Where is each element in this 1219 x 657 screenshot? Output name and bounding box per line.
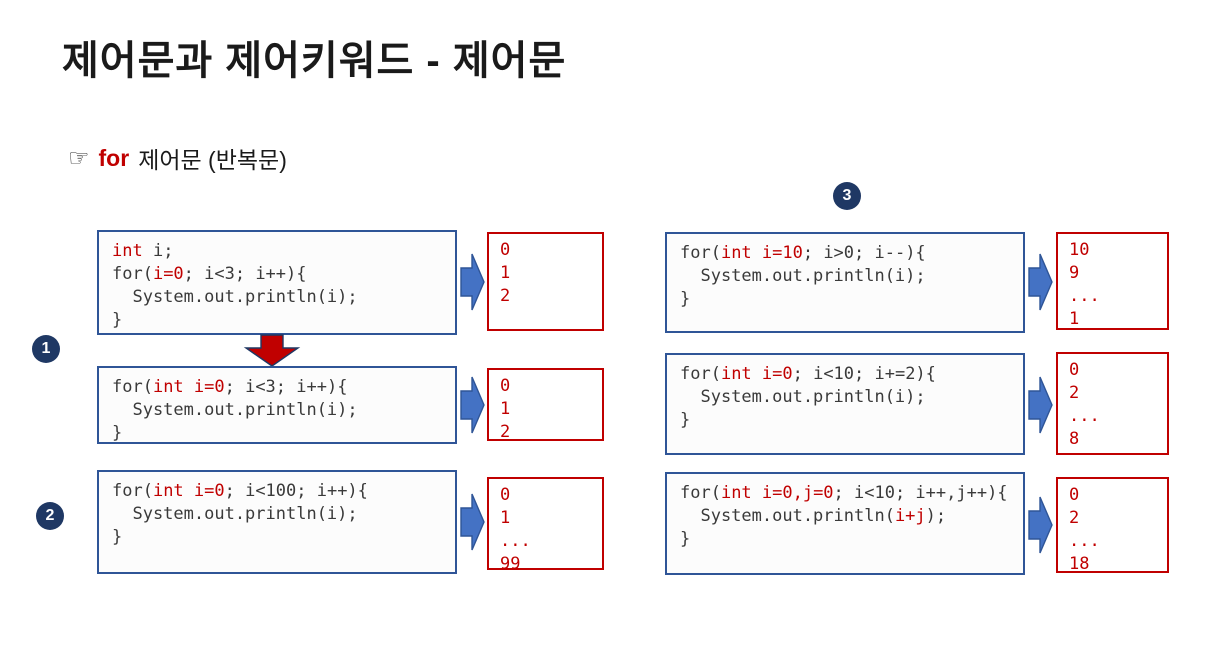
badge-3: 3 xyxy=(833,182,861,210)
down-arrow-icon xyxy=(243,334,301,367)
right-arrow-icon xyxy=(460,376,485,434)
right-arrow-icon xyxy=(460,253,485,311)
badge-2: 2 xyxy=(36,502,64,530)
pointing-hand-icon: ☞ xyxy=(68,144,90,172)
code-box-right-2: for(int i=0; i<10; i+=2){ System.out.pri… xyxy=(665,353,1025,455)
right-arrow-icon xyxy=(1028,253,1053,311)
page-title: 제어문과 제어키워드 - 제어문 xyxy=(62,39,567,83)
code-box-right-1: for(int i=10; i>0; i--){ System.out.prin… xyxy=(665,232,1025,333)
code-box-right-3: for(int i=0,j=0; i<10; i++,j++){ System.… xyxy=(665,472,1025,575)
badge-1: 1 xyxy=(32,335,60,363)
subtitle-keyword: for xyxy=(98,144,130,171)
right-arrow-icon xyxy=(1028,496,1053,554)
right-arrow-icon xyxy=(1028,376,1053,434)
right-arrow-icon xyxy=(460,493,485,551)
subtitle-text: 제어문 (반복문) xyxy=(138,147,287,173)
code-box-left-2: for(int i=0; i<3; i++){ System.out.print… xyxy=(97,366,457,444)
code-box-left-1: int i;for(i=0; i<3; i++){ System.out.pri… xyxy=(97,230,457,335)
code-box-left-3: for(int i=0; i<100; i++){ System.out.pri… xyxy=(97,470,457,574)
subtitle: ☞ for 제어문 (반복문) xyxy=(68,141,287,175)
